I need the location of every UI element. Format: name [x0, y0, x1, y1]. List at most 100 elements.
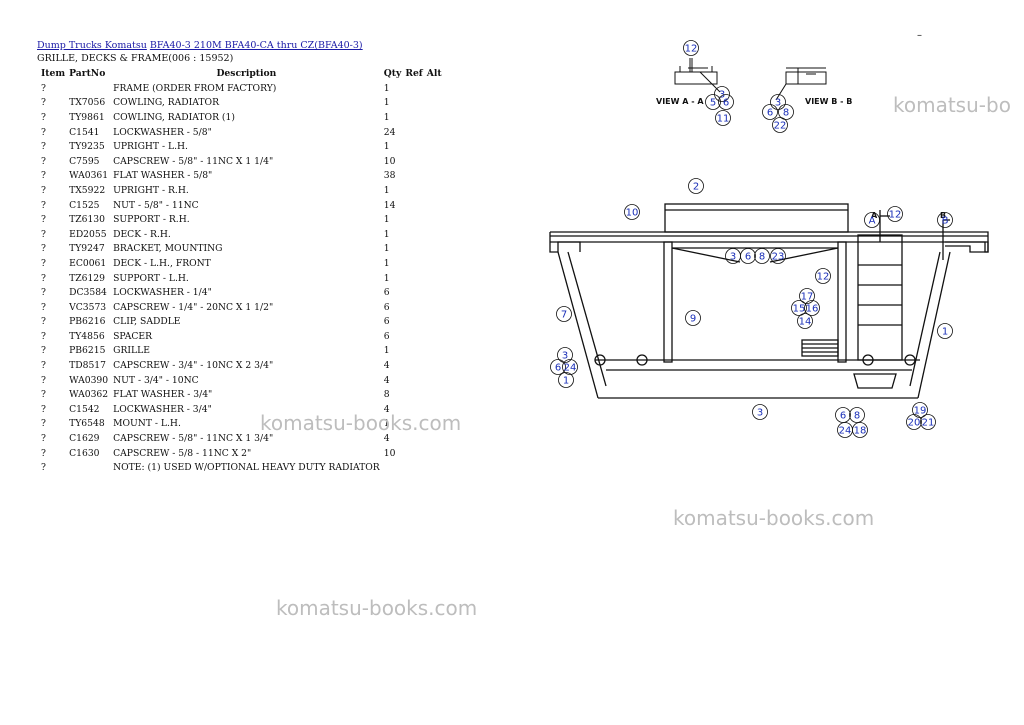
cell-partno: TZ6130 [69, 214, 106, 226]
cell-description: GRILLE [113, 345, 150, 357]
callout-balloon [778, 104, 794, 120]
cell-item: ? [41, 374, 46, 386]
cell-qty: 4 [383, 403, 390, 415]
callout-balloon [770, 94, 786, 110]
callout-number: 14 [799, 317, 812, 328]
callout-number: 5 [710, 98, 716, 109]
cell-item: ? [41, 82, 46, 94]
cell-description: NUT - 3/4" - 10NC [113, 374, 199, 386]
cell-item: ? [41, 462, 46, 474]
callout-number: 12 [889, 210, 902, 221]
cell-description: NOTE: (1) USED W/OPTIONAL HEAVY DUTY RAD… [113, 462, 380, 474]
cell-description: CAPSCREW - 3/4" - 10NC X 2 3/4" [113, 360, 274, 372]
cell-partno: VC3573 [69, 301, 107, 313]
callout-balloon [714, 86, 730, 102]
cell-partno: TY9861 [69, 111, 105, 123]
cell-description: SUPPORT - L.H. [113, 272, 189, 284]
cell-item: ? [41, 433, 46, 445]
watermark: komatsu-bo [893, 93, 1011, 117]
cell-item: ? [41, 199, 46, 211]
cell-partno: TX7056 [69, 97, 106, 109]
cell-qty: 1 [383, 184, 390, 196]
callout-number: 3 [775, 98, 781, 109]
cell-qty: 1 [383, 111, 390, 123]
cell-description: FLAT WASHER - 5/8" [113, 170, 213, 182]
callout-number: 18 [854, 426, 867, 437]
cell-partno: TD8517 [69, 360, 106, 372]
callout-balloon [937, 212, 953, 228]
callout-balloon [550, 359, 566, 375]
cell-partno: TY4856 [69, 330, 105, 342]
callout-balloon [556, 306, 572, 322]
cell-qty: 1 [383, 214, 390, 226]
cell-qty: 1 [383, 243, 390, 255]
view-b-label: VIEW B - B [805, 97, 852, 106]
breadcrumb-link-model[interactable]: BFA40-3 210M BFA40-CA thru CZ(BFA40-3) [149, 40, 363, 51]
cell-description: LOCKWASHER - 5/8" [113, 126, 212, 138]
cell-qty: 1 [383, 418, 390, 430]
cell-qty: 6 [383, 330, 390, 342]
callout-number: 23 [772, 252, 785, 263]
callout-number: 7 [561, 310, 567, 321]
cell-qty: 24 [383, 126, 396, 138]
cell-qty: 1 [383, 82, 390, 94]
breadcrumb-link-category[interactable]: Dump Trucks Komatsu [37, 40, 147, 51]
parts-table: Item PartNo Description Qty Ref Alt ?FRA… [37, 66, 444, 475]
cell-description: NUT - 5/8" - 11NC [113, 199, 199, 211]
cell-qty: 6 [383, 287, 390, 299]
cell-partno: EC0061 [69, 257, 107, 269]
cell-partno: TZ6129 [69, 272, 106, 284]
callout-number: 20 [908, 418, 921, 429]
cell-item: ? [41, 214, 46, 226]
cell-partno: WA0361 [69, 170, 109, 182]
callout-balloon [685, 310, 701, 326]
cell-item: ? [41, 301, 46, 313]
callout-balloon [718, 94, 734, 110]
callout-number: 3 [757, 408, 763, 419]
table-row: ?FRAME (ORDER FROM FACTORY)1 [37, 81, 444, 96]
callout-balloon [740, 248, 756, 264]
cell-qty: 14 [383, 199, 396, 211]
cell-qty: 4 [383, 374, 390, 386]
cell-partno: C7595 [69, 155, 100, 167]
cell-item: ? [41, 403, 46, 415]
watermark: komatsu-books.com [673, 506, 875, 530]
cell-item: ? [41, 389, 46, 401]
cell-description: COWLING, RADIATOR (1) [113, 111, 235, 123]
header-partno: PartNo [69, 68, 106, 79]
callout-number: 1 [563, 376, 569, 387]
cell-qty: 1 [383, 97, 390, 109]
view-b-detail [775, 67, 827, 101]
cell-item: ? [41, 418, 46, 430]
callout-number: 22 [774, 121, 787, 132]
cell-qty: 1 [383, 345, 390, 357]
callout-balloon [683, 40, 699, 56]
callout-number: A [869, 216, 876, 227]
cell-qty: 6 [383, 301, 390, 313]
cell-partno: ED2055 [69, 228, 107, 240]
cell-item: ? [41, 360, 46, 372]
diagram-svg: VIEW A - A VIEW B - B [549, 40, 989, 438]
callout-number: 12 [817, 272, 830, 283]
callout-number: 8 [854, 411, 860, 422]
cell-item: ? [41, 330, 46, 342]
header-ref: Ref [405, 68, 423, 79]
cell-partno: TY6548 [69, 418, 105, 430]
callout-number: 2 [693, 182, 699, 193]
callout-balloon [887, 206, 903, 222]
cell-item: ? [41, 126, 46, 138]
callout-number: 8 [783, 108, 789, 119]
callout-number: 15 [793, 304, 806, 315]
cell-partno: TY9247 [69, 243, 105, 255]
cell-description: MOUNT - L.H. [113, 418, 181, 430]
callout-balloon [562, 359, 578, 375]
